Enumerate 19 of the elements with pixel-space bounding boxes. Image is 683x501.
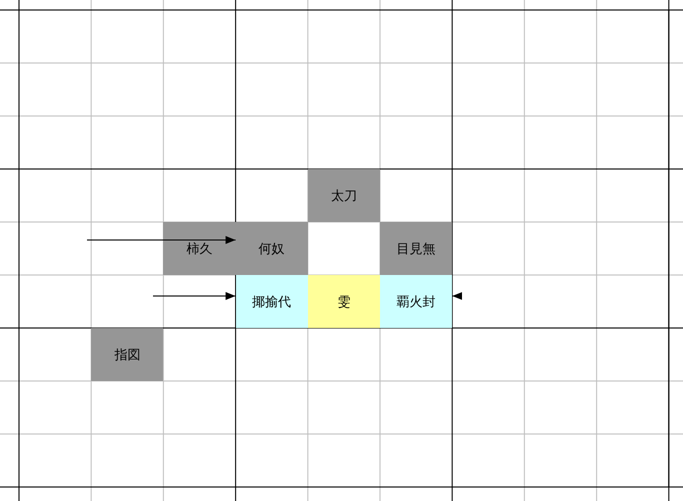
shaded-cell bbox=[163, 222, 236, 275]
cell-label: 雯 bbox=[337, 294, 350, 310]
shaded-cell bbox=[308, 169, 380, 222]
shaded-cell bbox=[380, 222, 452, 275]
cell-label: 太刀 bbox=[330, 188, 357, 204]
cell-label: 何奴 bbox=[258, 240, 285, 258]
shaded-cell bbox=[236, 222, 308, 275]
shaded-cell bbox=[308, 275, 380, 328]
shaded-cell bbox=[380, 275, 452, 328]
cell-label: 柿久 bbox=[186, 240, 212, 258]
arrow bbox=[152, 292, 236, 300]
arrow bbox=[86, 236, 236, 244]
cell-label: 揶揄代 bbox=[252, 294, 292, 310]
cell-label: 指図 bbox=[114, 346, 140, 364]
shaded-cell bbox=[236, 275, 308, 328]
cell-label: 目見無 bbox=[396, 240, 436, 258]
arrow bbox=[452, 292, 462, 300]
shaded-cell bbox=[91, 328, 164, 381]
cell-label: 覇火封 bbox=[396, 294, 436, 310]
